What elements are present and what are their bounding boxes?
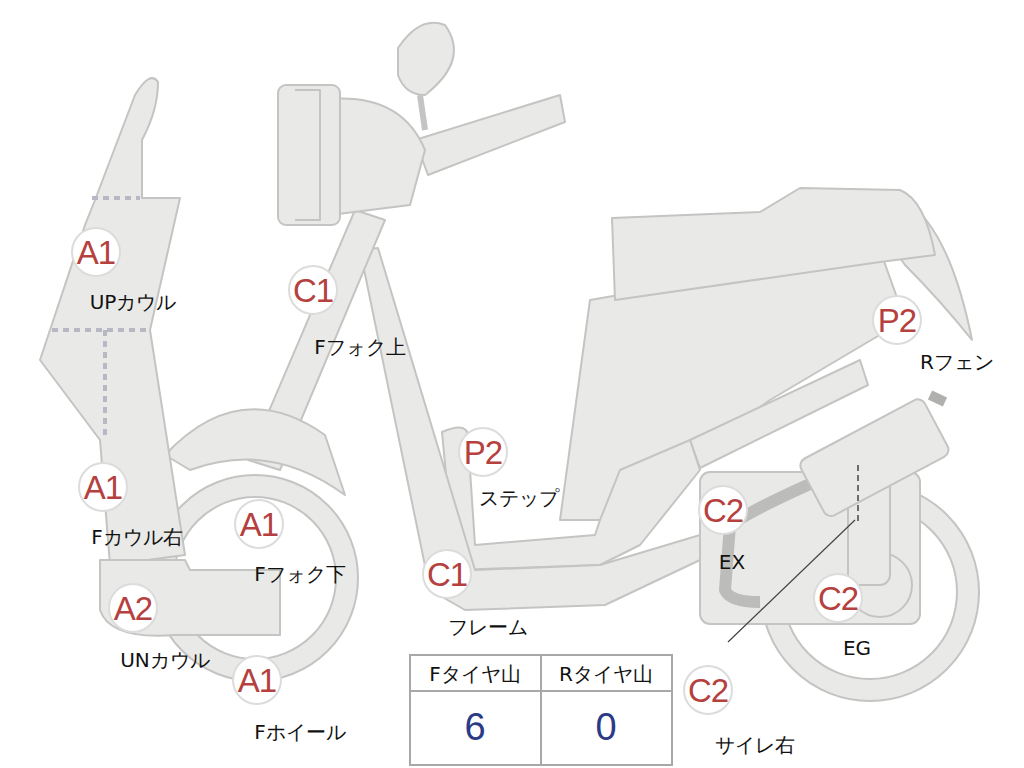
seat	[612, 188, 935, 300]
part-name: サイレ右	[715, 734, 795, 757]
part-name: UNカウル	[120, 649, 210, 672]
part-name: Fホイール	[254, 721, 346, 744]
table-header: Fタイヤ山	[429, 663, 521, 686]
callout-circle: P2	[872, 295, 922, 345]
callout-circle: A1	[78, 462, 128, 512]
part-name: Rフェン	[920, 351, 994, 374]
callout-code: C2	[688, 674, 728, 707]
frame	[360, 248, 700, 610]
part-name: Fカウル右	[91, 526, 183, 549]
tire-table	[410, 655, 672, 765]
under-cowl	[100, 560, 280, 636]
callout-circle: A1	[232, 655, 282, 705]
mirror	[398, 23, 454, 95]
handlebar	[415, 95, 565, 175]
callout-code: C1	[427, 558, 467, 591]
callout-code: A1	[240, 508, 278, 541]
table-value: 0	[595, 706, 616, 750]
callout-circle: A1	[71, 227, 121, 277]
callout-code: A1	[84, 471, 122, 504]
callout-code: P2	[464, 436, 502, 469]
callout-code: C2	[703, 494, 743, 527]
part-name: EG	[843, 637, 871, 660]
callout-circle: A1	[234, 499, 284, 549]
callout-circle: C2	[813, 573, 863, 623]
front-cowl	[40, 78, 185, 565]
callout-code: C2	[818, 582, 858, 615]
callout-circle: A2	[108, 583, 158, 633]
part-name: EX	[719, 551, 745, 574]
part-name: Fフォク下	[254, 563, 346, 586]
callout-circle: C2	[698, 485, 748, 535]
callout-code: C1	[293, 274, 333, 307]
headlight	[278, 85, 340, 225]
callout-circle: C1	[422, 549, 472, 599]
callout-circle: P2	[458, 427, 508, 477]
muffler	[798, 397, 952, 519]
front-fender	[165, 409, 345, 495]
callout-code: A1	[77, 236, 115, 269]
table-header: Rタイヤ山	[559, 663, 653, 686]
callout-circle: C1	[288, 265, 338, 315]
callout-code: P2	[878, 304, 916, 337]
callout-code: A1	[238, 664, 276, 697]
callout-circle: C2	[683, 665, 733, 715]
part-name: UPカウル	[90, 291, 177, 314]
part-name: フレーム	[448, 616, 528, 639]
part-name: ステップ	[479, 487, 559, 510]
part-name: Fフォク上	[314, 336, 406, 359]
callout-code: A2	[114, 592, 152, 625]
table-value: 6	[464, 706, 485, 750]
